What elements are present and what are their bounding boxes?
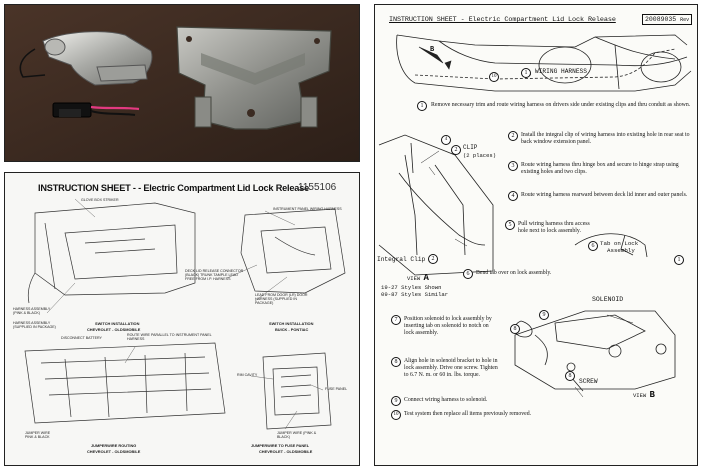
clip-places-label: (2 places) (463, 152, 497, 159)
view-a-letter: A (423, 273, 429, 283)
step-2-text: Install the integral clip of wiring harn… (521, 132, 690, 145)
callout-fuse-panel: FUSE PANEL (325, 387, 348, 391)
right-sheet-drawings (378, 34, 692, 398)
step-10-number: 10 (391, 410, 401, 420)
wiring-harness-label: WIRING HARNESS (535, 68, 587, 75)
heading-switch-install-left-sub: CHEVROLET - OLDSMOBILE (87, 327, 141, 332)
right-sheet-part-number: 20089035 Rev (642, 14, 693, 25)
step-3-number: 3 (508, 161, 518, 171)
callout-harness-assembly: HARNESS ASSEMBLY (PINK & BLACK) (13, 307, 51, 315)
photo-illustration (5, 5, 359, 161)
callout-deck-lid-connector: DECK LID RELEASE CONNECTOR (BLACK) TRUNK… (185, 269, 244, 281)
top-label-10: 10 (489, 72, 499, 82)
heading-switch-install-left: SWITCH INSTALLATION (95, 321, 140, 326)
left-sheet-title: INSTRUCTION SHEET - - Electric Compartme… (38, 183, 310, 193)
solenoid-part (19, 31, 153, 86)
callout-glove-box-striker: GLOVE BOX STRIKER (81, 198, 119, 202)
step-6-text: Bend tab over on lock assembly. (476, 270, 552, 276)
view-b-label: VIEW B (633, 390, 655, 400)
step-9-number: 9 (391, 396, 401, 406)
bracket-part (176, 26, 332, 130)
step-4-number: 4 (508, 191, 518, 201)
part-number-value: 20089035 (645, 16, 677, 23)
callout-jumper-wire-left: JUMPER WIRE PINK & BLACK (25, 431, 51, 439)
heading-jumper-routing: JUMPERWIRE ROUTING (91, 443, 137, 448)
step-6-number: 6 (463, 269, 473, 279)
view-b-word: VIEW (633, 392, 647, 399)
styles-similar: 09-87 Styles Similar (381, 291, 449, 298)
tab-label-6: 6 (588, 241, 598, 251)
right-sheet-title: INSTRUCTION SHEET - Electric Compartment… (389, 16, 616, 24)
integral-clip-number: 2 (428, 254, 438, 264)
tab-on-lock-label: Tab on Lock (600, 240, 639, 247)
solenoid-label: SOLENOID (592, 296, 624, 303)
view-b-label-8b: 8 (565, 371, 575, 381)
view-a-label-2: 2 (451, 145, 461, 155)
step-2-number: 2 (508, 131, 518, 141)
callout-lead-from-door: LEAD FROM DOOR (LR) DOOR HARNESS (SUPPLI… (255, 293, 308, 305)
assembly-label: Assembly (607, 247, 635, 254)
callout-rim-cavity: RIM CAVITY (237, 373, 258, 377)
step-9-text: Connect wiring harness to solenoid. (404, 397, 488, 403)
view-b-label-8: 8 (510, 324, 520, 334)
view-b-marker: B (430, 46, 435, 54)
product-photo (4, 4, 360, 162)
step-7-number: 7 (391, 315, 401, 325)
callout-harness-supplied: HARNESS ASSEMBLY (SUPPLIED IN PACKAGE) (13, 321, 56, 329)
view-a-label: VIEW A (407, 273, 429, 283)
part-number-suffix: Rev (680, 17, 690, 23)
step-5-number: 5 (505, 220, 515, 230)
heading-jumper-routing-sub: CHEVROLET - OLDSMOBILE (87, 449, 141, 454)
clip-label: CLIP (463, 144, 478, 151)
left-instruction-sheet: INSTRUCTION SHEET - - Electric Compartme… (4, 172, 360, 466)
heading-jumper-fuse: JUMPERWIRE TO FUSE PANEL (251, 443, 310, 448)
view-b-letter: B (649, 390, 655, 400)
callout-disconnect-battery: DISCONNECT BATTERY (61, 336, 102, 340)
step-1-number: 1 (417, 101, 427, 111)
step-5-text: Pull wiring harness thru access hole nex… (518, 221, 590, 234)
tab-label-1: 1 (674, 255, 684, 265)
screw-label: SCREW (579, 378, 598, 385)
heading-switch-install-right-sub: BUICK - PONTIAC (275, 327, 309, 332)
callout-route-wire: ROUTE WIRE PARALLEL TO INSTRUMENT PANEL … (127, 333, 212, 341)
step-4-text: Route wiring harness rearward between de… (521, 192, 688, 198)
step-1-text: Remove necessary trim and route wiring h… (431, 102, 691, 108)
top-label-1: 1 (521, 68, 531, 78)
styles-shown: 19-27 Styles Shown (381, 284, 442, 291)
left-sheet-drawings (24, 198, 346, 430)
heading-jumper-fuse-sub: CHEVROLET - OLDSMOBILE (259, 449, 313, 454)
step-8-number: 8 (391, 357, 401, 367)
right-instruction-sheet: INSTRUCTION SHEET - Electric Compartment… (374, 4, 698, 466)
view-a-word: VIEW (407, 275, 421, 282)
heading-switch-install-right: SWITCH INSTALLATION (269, 321, 314, 326)
connector-part (52, 102, 140, 118)
view-a-label-4: 4 (441, 135, 451, 145)
callout-instrument-panel-harness: INSTRUMENT PANEL WIRING HARNESS (273, 207, 342, 211)
view-b-label-9: 9 (539, 310, 549, 320)
integral-clip-label: Integral Clip (377, 256, 426, 263)
step-3-text: Route wiring harness thru hinge box and … (521, 162, 679, 175)
step-10-text: Test system then replace all items previ… (404, 411, 532, 417)
left-sheet-part-number: 1155106 (298, 182, 337, 193)
step-8-text: Align hole in solenoid bracket to hole i… (404, 358, 498, 378)
callout-jumper-wire-right: JUMPER WIRE (PINK & BLACK) (277, 431, 317, 439)
step-7-text: Position solenoid to lock assembly by in… (404, 316, 492, 336)
